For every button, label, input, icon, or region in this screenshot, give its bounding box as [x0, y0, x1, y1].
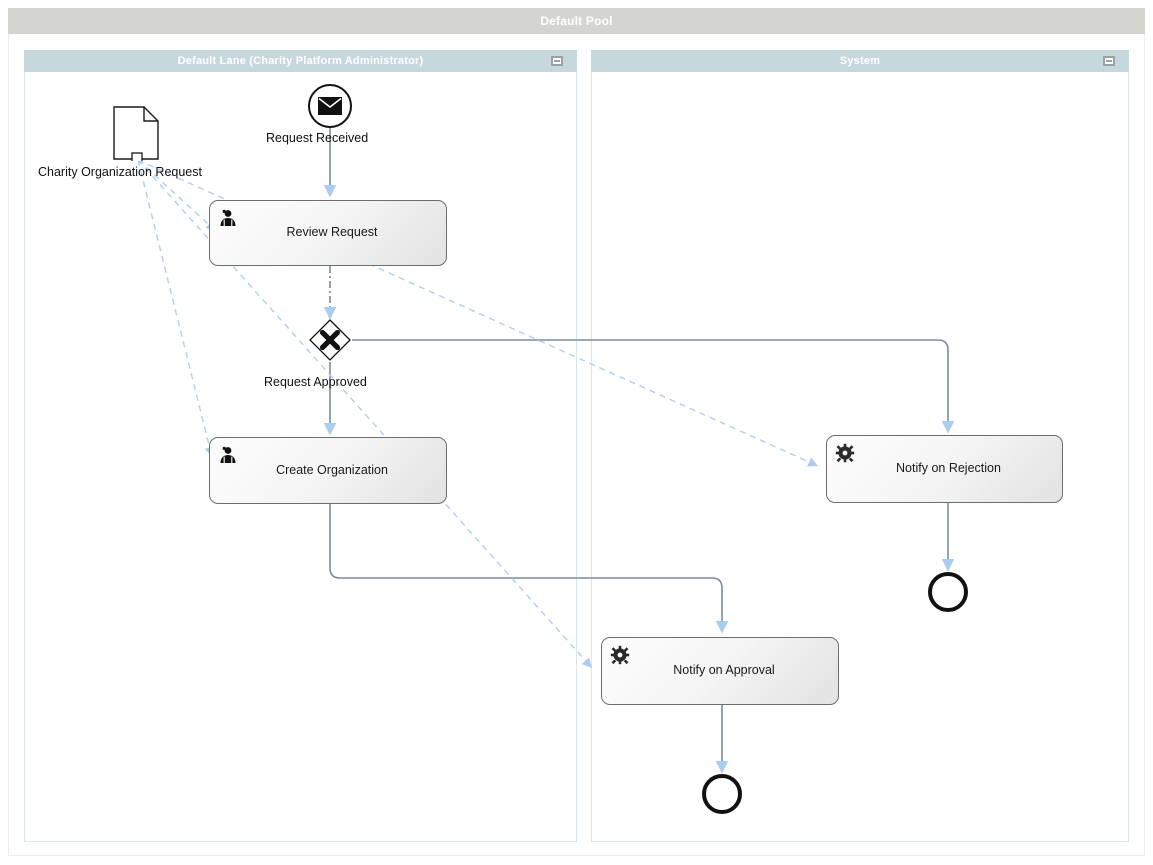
gear-icon	[835, 443, 855, 463]
task-notify-on-rejection[interactable]: Notify on Rejection	[826, 435, 1063, 503]
event-request-received[interactable]	[308, 84, 352, 128]
task-notify-on-approval-label: Notify on Approval	[673, 663, 775, 678]
lane-administrator-minimize-icon[interactable]	[551, 56, 563, 66]
task-notify-on-rejection-label: Notify on Rejection	[896, 461, 1001, 476]
lane-administrator-header: Default Lane (Charity Platform Administr…	[24, 50, 577, 72]
document-icon	[113, 106, 159, 160]
x-mark-icon	[319, 329, 341, 351]
gateway-request-approved-label: Request Approved	[264, 375, 367, 389]
event-request-received-label: Request Received	[266, 131, 369, 145]
gateway-request-approved[interactable]	[309, 319, 351, 361]
event-end-rejection[interactable]	[928, 572, 968, 612]
lane-administrator-label: Default Lane (Charity Platform Administr…	[177, 55, 424, 67]
event-end-approval[interactable]	[702, 774, 742, 814]
task-create-organization[interactable]: Create Organization	[209, 437, 447, 504]
lane-system-minimize-icon[interactable]	[1103, 56, 1115, 66]
task-create-organization-label: Create Organization	[276, 462, 388, 477]
gear-icon	[610, 645, 630, 665]
envelope-icon	[318, 97, 342, 115]
lane-system-header: System	[591, 50, 1129, 72]
task-review-request[interactable]: Review Request	[209, 200, 447, 266]
data-object-charity-organization-request[interactable]	[112, 105, 160, 164]
user-icon	[220, 209, 236, 226]
pool-header-label: Default Pool	[8, 8, 1145, 34]
task-notify-on-approval[interactable]: Notify on Approval	[601, 637, 839, 705]
user-icon	[220, 446, 236, 463]
task-review-request-label: Review Request	[286, 225, 378, 240]
lane-system-label: System	[839, 55, 881, 67]
data-object-label: Charity Organization Request	[38, 165, 202, 179]
